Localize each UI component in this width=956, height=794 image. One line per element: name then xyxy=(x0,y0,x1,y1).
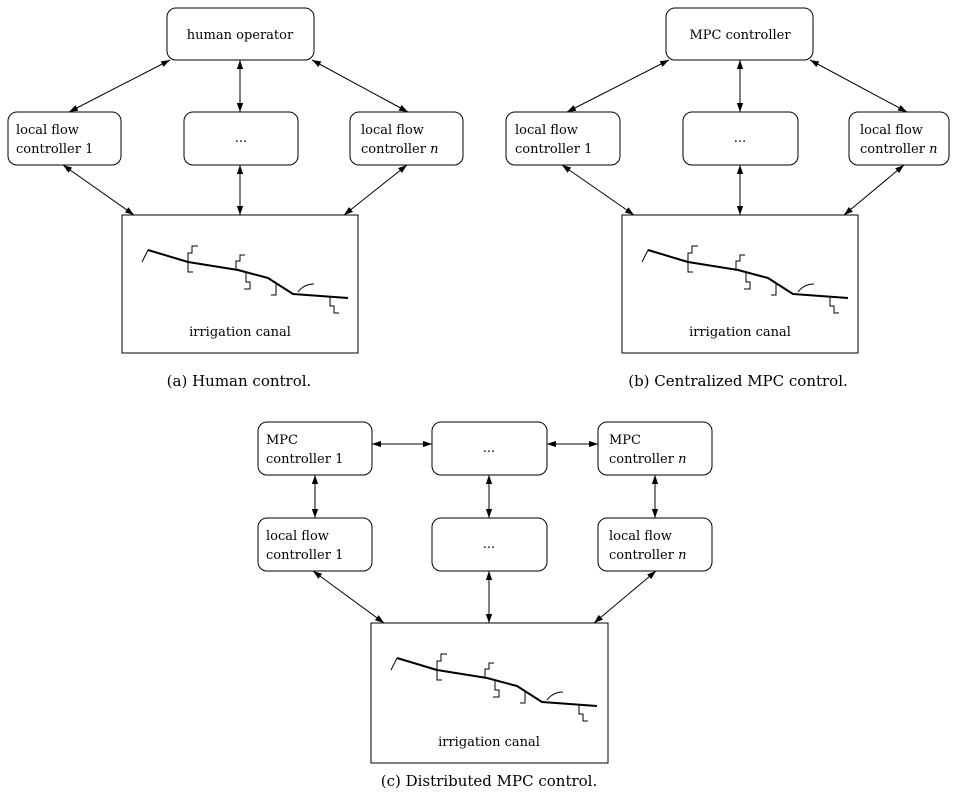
mpc-middle-label: ... xyxy=(483,441,495,456)
middle-controller-box: ... xyxy=(183,111,299,166)
irrigation-canal-label: irrigation canal xyxy=(438,735,540,750)
edge-localn-canal xyxy=(593,570,657,624)
mpc-controller-n-label-line1: MPC xyxy=(609,433,641,448)
caption-b: (b) Centralized MPC control. xyxy=(628,372,848,390)
mpc-controller-n-label-line2: controller n xyxy=(609,452,686,467)
irrigation-canal-box: irrigation canal xyxy=(370,622,609,764)
edge-localn-canal xyxy=(343,164,408,216)
middle-controller-box: ... xyxy=(682,111,799,166)
local-flow-controller-n-label-line1: local flow xyxy=(361,123,424,138)
local-flow-controller-1-box: local flow controller 1 xyxy=(257,517,373,572)
irrigation-canal-label: irrigation canal xyxy=(689,325,791,340)
caption-a: (a) Human control. xyxy=(167,372,312,390)
irrigation-canal-box: irrigation canal xyxy=(621,214,859,354)
panel-c: MPC controller 1 ... MPC controller n lo… xyxy=(257,421,713,790)
edge-local1-canal xyxy=(62,164,135,216)
mpc-controller-box: MPC controller xyxy=(665,7,814,61)
local-flow-controller-n-box: local flow controller n xyxy=(597,517,713,572)
mpc-controller-1-label-line2: controller 1 xyxy=(266,452,343,467)
middle-controller-label: ... xyxy=(483,537,495,552)
local-flow-controller-n-label-line1: local flow xyxy=(860,123,923,138)
local-flow-controller-n-box: local flow controller n xyxy=(349,111,464,166)
local-flow-controller-1-box: local flow controller 1 xyxy=(505,111,621,166)
human-operator-box: human operator xyxy=(166,7,315,61)
local-flow-controller-n-label-line2: controller n xyxy=(361,142,438,157)
edge-mpc-local1 xyxy=(566,59,670,113)
edge-local1-canal xyxy=(561,164,635,216)
local-flow-controller-n-box: local flow controller n xyxy=(848,111,950,166)
edge-operator-local1 xyxy=(68,59,171,113)
irrigation-canal-box: irrigation canal xyxy=(121,214,359,354)
panel-a: human operator local flow controller 1 .… xyxy=(7,7,464,390)
local-flow-controller-n-label-line2: controller n xyxy=(860,142,937,157)
local-flow-controller-1-label-line2: controller 1 xyxy=(515,142,592,157)
caption-c: (c) Distributed MPC control. xyxy=(381,772,598,790)
edge-localn-canal xyxy=(843,164,905,216)
middle-controller-label: ... xyxy=(734,131,746,146)
mpc-controller-label: MPC controller xyxy=(689,28,791,43)
mpc-middle-box: ... xyxy=(431,421,548,476)
middle-controller-box: ... xyxy=(431,517,548,572)
local-flow-controller-n-label-line1: local flow xyxy=(609,529,672,544)
panel-c-edges xyxy=(311,440,659,624)
mpc-controller-1-label-line1: MPC xyxy=(266,433,298,448)
panel-b: MPC controller local flow controller 1 .… xyxy=(505,7,950,390)
mpc-controller-n-box: MPC controller n xyxy=(597,421,713,476)
local-flow-controller-1-label-line1: local flow xyxy=(515,123,578,138)
panel-b-edges xyxy=(561,59,908,216)
middle-controller-label: ... xyxy=(235,131,247,146)
mpc-controller-1-box: MPC controller 1 xyxy=(257,421,373,476)
local-flow-controller-1-label-line2: controller 1 xyxy=(16,142,93,157)
local-flow-controller-1-box: local flow controller 1 xyxy=(7,111,122,166)
local-flow-controller-1-label-line2: controller 1 xyxy=(266,548,343,563)
local-flow-controller-1-label-line1: local flow xyxy=(266,529,329,544)
edge-local1-canal xyxy=(312,570,385,624)
local-flow-controller-n-label-line2: controller n xyxy=(609,548,686,563)
panel-a-edges xyxy=(62,59,409,216)
irrigation-canal-label: irrigation canal xyxy=(189,325,291,340)
human-operator-label: human operator xyxy=(187,28,294,43)
edge-mpc-localn xyxy=(809,59,908,113)
edge-operator-localn xyxy=(311,59,409,113)
local-flow-controller-1-label-line1: local flow xyxy=(16,123,79,138)
